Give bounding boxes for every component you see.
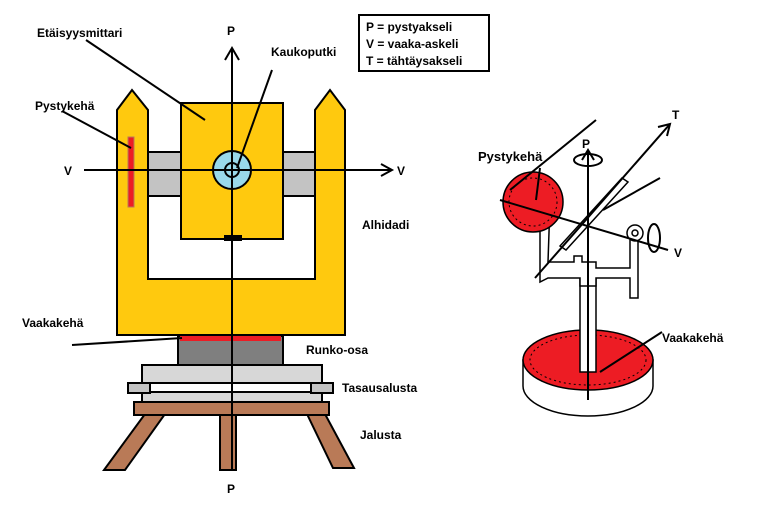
leader-etaisyysmittari bbox=[85, 39, 206, 121]
leader-vaakakeha-right bbox=[599, 331, 663, 373]
schematic-horizontal-ticks bbox=[529, 334, 647, 386]
label-v-left: V bbox=[64, 164, 72, 178]
vertical-circle-left bbox=[127, 136, 135, 208]
label-t-right: T bbox=[672, 108, 680, 122]
schematic-vertical-circle bbox=[502, 171, 564, 233]
schematic-vertical-ticks bbox=[508, 177, 558, 227]
label-pystykeha-left: Pystykehä bbox=[35, 99, 95, 113]
leaders-front bbox=[61, 39, 273, 346]
label-kaukoputki: Kaukoputki bbox=[271, 45, 336, 59]
leader-pystykeha-right bbox=[535, 167, 541, 201]
label-vaakakeha-right: Vaakakehä bbox=[662, 331, 724, 345]
label-p-top: P bbox=[227, 24, 235, 38]
label-pystykeha-right: Pystykehä bbox=[478, 149, 543, 164]
axis-v-right-line bbox=[499, 199, 669, 251]
legend-p: P = pystyakseli bbox=[366, 20, 453, 34]
label-etaisyysmittari: Etäisyysmittari bbox=[37, 26, 122, 40]
axes-schematic bbox=[499, 119, 672, 400]
leveling-screw-left bbox=[127, 382, 151, 394]
label-vaakakeha-left: Vaakakehä bbox=[22, 316, 84, 330]
axis-t-arrow bbox=[657, 122, 672, 137]
legend-v: V = vaaka-askeli bbox=[366, 37, 459, 51]
leveling-screw-right bbox=[310, 382, 334, 394]
leader-pystykeha bbox=[61, 110, 132, 149]
label-v-right: V bbox=[397, 164, 405, 178]
rotation-v-arrow bbox=[647, 223, 661, 253]
label-p-right: P bbox=[582, 137, 590, 151]
tripod-leg-right bbox=[305, 413, 356, 469]
schematic-crossing-line bbox=[509, 119, 597, 191]
axis-t-line bbox=[534, 123, 671, 279]
label-p-bottom: P bbox=[227, 482, 235, 496]
axis-p-right-arrow bbox=[581, 148, 595, 161]
label-v-small: V bbox=[674, 246, 682, 260]
tripod-leg-center bbox=[219, 413, 237, 471]
axis-v-arrow bbox=[380, 163, 395, 177]
leader-kaukoputki bbox=[236, 69, 273, 169]
axes-front bbox=[84, 46, 395, 470]
horizontal-circle bbox=[180, 336, 281, 341]
schematic-crossing-line-2 bbox=[602, 177, 661, 211]
tripod-leg-left bbox=[102, 413, 167, 471]
leader-vaakakeha bbox=[71, 337, 183, 346]
label-tasausalusta: Tasausalusta bbox=[342, 381, 417, 395]
rotation-p-arrow bbox=[573, 153, 603, 167]
trunnion-right bbox=[281, 151, 316, 197]
label-jalusta: Jalusta bbox=[360, 428, 402, 442]
legend-t: T = tähtäysakseli bbox=[366, 54, 463, 68]
label-alhidadi: Alhidadi bbox=[362, 218, 409, 232]
axis-legend: P = pystyakseli V = vaaka-askeli T = täh… bbox=[358, 14, 490, 72]
trunnion-left bbox=[147, 151, 182, 197]
axis-p-arrow bbox=[224, 46, 240, 61]
schematic-trunnion-knob-inner bbox=[631, 229, 639, 237]
theodolite-front bbox=[102, 88, 356, 471]
label-runko-osa: Runko-osa bbox=[306, 343, 368, 357]
